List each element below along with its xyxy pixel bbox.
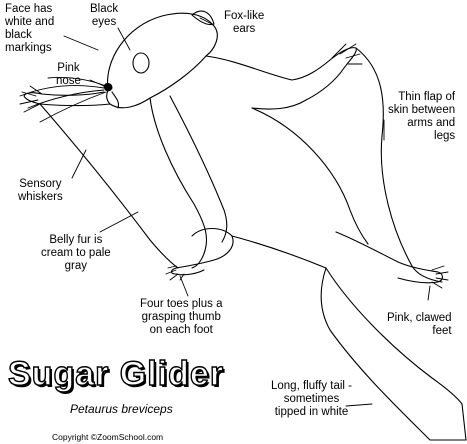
left-hand-fingers [19,85,43,113]
ear-outline [191,10,215,26]
label-pink-nose: Pink nose [56,62,81,87]
skin-flap [355,47,443,283]
tail-outline [320,267,467,441]
snout-line [111,91,120,109]
label-four-toes: Four toes plus a grasping thumb on each … [140,298,223,336]
left-hind-leg [170,227,234,276]
label-face-markings: Face has white and black markings [5,3,55,54]
scientific-name: Petaurus breviceps [70,402,173,416]
right-hand-fingers [331,43,363,65]
nose-shape [103,83,113,92]
label-black-eyes: Black eyes [90,3,119,28]
right-foot-toes [431,265,449,289]
label-sensory-whiskers: Sensory whiskers [18,178,63,203]
tail-base [231,235,327,269]
left-arm [23,91,111,107]
copyright-notice: Copyright ©ZoomSchool.com [52,432,164,442]
left-foot-toes [165,265,185,281]
belly-line [169,95,228,243]
eye-shape [132,52,150,74]
label-skin-flap: Thin flap of skin between arms and legs [388,91,456,142]
head-outline [106,12,218,109]
right-hind-leg [335,231,444,284]
label-pink-feet: Pink, clawed feet [387,312,452,337]
label-fox-like-ears: Fox-like ears [224,10,265,35]
label-belly-fur: Belly fur is cream to pale gray [41,234,111,272]
body-outline [149,97,208,269]
label-fluffy-tail: Long, fluffy tail - sometimes tipped in … [271,380,352,418]
skin-flap-inner [251,107,369,245]
diagram-title: Sugar Glider [7,354,225,393]
pointer-lines [63,17,431,407]
left-flap-edge [39,103,179,269]
